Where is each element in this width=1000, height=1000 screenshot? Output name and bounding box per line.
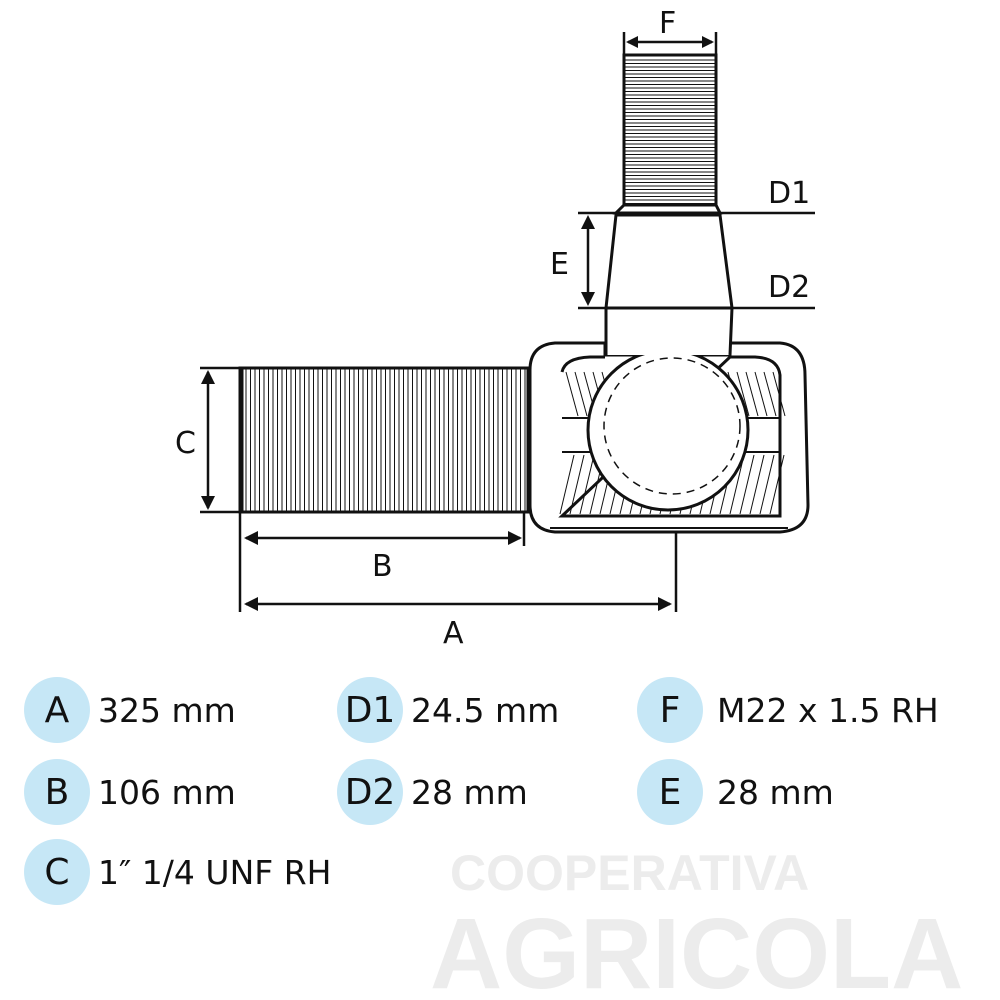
value-e: 28 mm xyxy=(717,772,834,812)
arrowheads xyxy=(201,36,714,611)
watermark-line2: AGRICOLA xyxy=(430,898,963,1000)
badge-c: C xyxy=(24,839,90,905)
dim-label-a: A xyxy=(443,616,464,651)
hatch-line xyxy=(739,454,755,515)
badge-f: F xyxy=(637,677,703,743)
hatch-line xyxy=(754,371,768,417)
value-f: M22 x 1.5 RH xyxy=(717,690,939,730)
dim-label-d2: D2 xyxy=(768,270,810,305)
hatch-line xyxy=(772,371,786,417)
dim-label-f: F xyxy=(659,6,676,41)
housing xyxy=(528,341,810,534)
legend-item-f: F M22 x 1.5 RH xyxy=(637,675,939,745)
dim-label-d1: D1 xyxy=(768,176,810,211)
ball xyxy=(586,348,750,512)
value-d2: 28 mm xyxy=(411,772,528,812)
badge-b: B xyxy=(24,759,90,825)
hatch-line xyxy=(745,371,759,417)
dim-label-c: C xyxy=(175,426,196,461)
dimension-lines xyxy=(200,32,815,612)
value-c: 1″ 1/4 UNF RH xyxy=(98,852,332,892)
watermark-line1: COOPERATIVA xyxy=(450,845,809,901)
value-a: 325 mm xyxy=(98,690,236,730)
watermark: COOPERATIVA AGRICOLA xyxy=(430,845,963,1000)
value-d1: 24.5 mm xyxy=(411,690,560,730)
badge-d2: D2 xyxy=(337,759,403,825)
badge-e: E xyxy=(637,759,703,825)
hatch-line xyxy=(565,371,579,417)
hatch-line xyxy=(559,454,575,515)
hatch-line xyxy=(759,454,775,515)
threaded-shank xyxy=(238,366,530,514)
badge-a: A xyxy=(24,677,90,743)
hatch-line xyxy=(749,454,765,515)
dim-label-e: E xyxy=(550,247,569,282)
legend-item-e: E 28 mm xyxy=(637,757,834,827)
hatch-line xyxy=(569,454,585,515)
hatch-line xyxy=(769,454,785,515)
hatch-line xyxy=(763,371,777,417)
value-b: 106 mm xyxy=(98,772,236,812)
hatch-line xyxy=(579,454,595,515)
ball-stud xyxy=(604,53,734,356)
hatch-line xyxy=(736,371,750,417)
dim-label-b: B xyxy=(372,549,393,584)
badge-d1: D1 xyxy=(337,677,403,743)
hatch-line xyxy=(574,371,588,417)
